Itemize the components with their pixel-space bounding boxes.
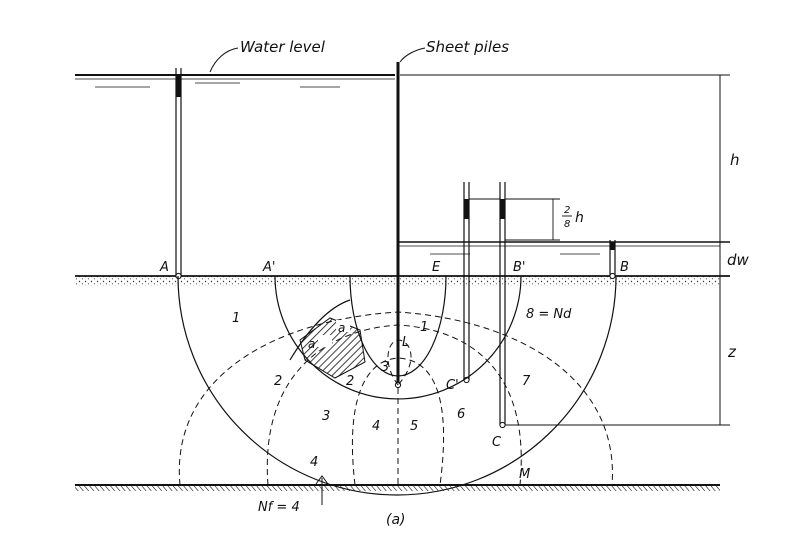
fraction-denominator: 8 xyxy=(564,219,570,230)
point-A-prime-label: A' xyxy=(262,260,275,275)
piezometer-C xyxy=(499,182,506,429)
piezometer-A xyxy=(175,68,182,280)
leader-lines xyxy=(209,47,426,505)
point-C-label: C xyxy=(492,435,502,450)
point-B-label: B xyxy=(620,260,629,275)
ground-surface xyxy=(75,275,730,286)
upstream-water-surface xyxy=(75,74,395,88)
drop-number-3: 3 xyxy=(322,409,330,424)
channel-number-3: 3 xyxy=(381,360,389,375)
point-C-prime-label: C' xyxy=(446,378,459,393)
point-E-label: E xyxy=(432,260,441,275)
dw-label: dw xyxy=(727,251,750,269)
head-difference-indicator xyxy=(469,198,560,241)
channel-number-1: 1 xyxy=(420,320,428,335)
z-label: z xyxy=(727,343,737,361)
point-M-label: M xyxy=(519,467,530,482)
drop-number-6: 6 xyxy=(457,407,465,422)
drop-number-1: 1 xyxy=(232,311,240,326)
flow-lines xyxy=(178,311,613,486)
piezometer-B xyxy=(609,240,616,280)
fraction-numerator: 2 xyxy=(564,205,570,216)
sheet-piles-label: Sheet piles xyxy=(426,38,509,56)
h-dimension-label: h xyxy=(730,151,740,169)
channel-number-4: 4 xyxy=(310,455,318,470)
point-B-prime-label: B' xyxy=(513,260,526,275)
sheet-pile xyxy=(394,62,402,389)
nd-equation-label: 8 = Nd xyxy=(526,307,572,322)
element-a-label-1: a xyxy=(308,337,315,351)
water-level-label: Water level xyxy=(240,38,326,56)
figure-caption: (a) xyxy=(386,512,406,528)
point-A-label: A xyxy=(159,260,169,275)
point-L-label: L xyxy=(402,335,409,350)
drop-number-4: 4 xyxy=(372,419,380,434)
fraction-h-label: h xyxy=(575,210,584,226)
drop-number-2: 2 xyxy=(274,374,282,389)
impermeable-base xyxy=(75,484,720,491)
drop-number-7: 7 xyxy=(522,374,531,389)
dimension-lines xyxy=(505,74,730,426)
channel-number-2: 2 xyxy=(346,374,354,389)
downstream-water-surface xyxy=(398,241,730,255)
drop-number-5: 5 xyxy=(410,419,418,434)
nf-equation-label: Nf = 4 xyxy=(258,500,300,515)
element-a-label-2: a xyxy=(338,321,345,335)
hatched-flow-element xyxy=(299,317,366,379)
